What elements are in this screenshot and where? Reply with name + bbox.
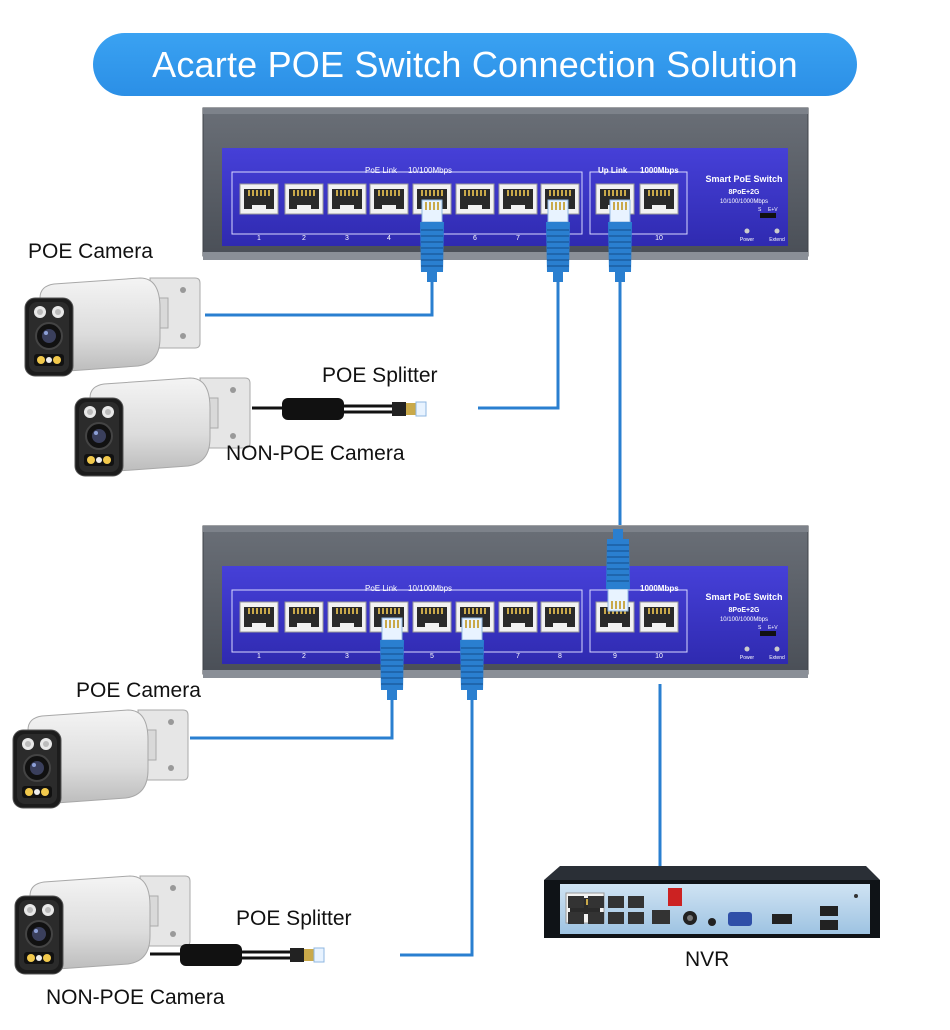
top-port-number: 2 [302, 235, 306, 242]
top-switch-ev: E+V [768, 207, 778, 213]
bottom-port-number: 8 [558, 653, 562, 660]
bottom-poe-speed-label: 10/100Mbps [408, 584, 452, 593]
poe-splitter-icon [250, 396, 428, 422]
bottom-switch-ev: E+V [768, 625, 778, 631]
poe-camera-label-bottom: POE Camera [76, 679, 201, 702]
non-poe-camera-label-bottom: NON-POE Camera [46, 986, 225, 1009]
diagram-title: Acarte POE Switch Connection Solution [152, 43, 798, 85]
nvr-device [544, 866, 880, 938]
camera-icon [24, 277, 201, 377]
bottom-switch-speed: 10/100/1000Mbps [720, 617, 768, 623]
top-port-number: 3 [345, 235, 349, 242]
top-port-number: 10 [655, 235, 663, 242]
top-port-number: 1 [257, 235, 261, 242]
bottom-poe-link-label: PoE Link [365, 584, 398, 593]
bottom-port-number: 5 [430, 653, 434, 660]
nvr-label: NVR [685, 948, 730, 971]
top-poe-link-label: PoE Link [365, 166, 398, 175]
top-switch-name: Smart PoE Switch [705, 174, 782, 184]
top-uplink-speed-label: 1000Mbps [640, 166, 679, 175]
bottom-power-label: Power [740, 655, 755, 661]
bottom-switch-s: S [758, 625, 762, 631]
top-port-numbers: 1 2 3 4 6 7 10 [257, 235, 663, 242]
top-uplink-label: Up Link [598, 166, 628, 175]
bottom-port-number: 10 [655, 653, 663, 660]
top-power-label: Power [740, 237, 755, 243]
poe-splitter-label-top: POE Splitter [322, 364, 438, 387]
camera-icon [74, 377, 251, 477]
bottom-switch-name: Smart PoE Switch [705, 592, 782, 602]
poe-camera-label-top: POE Camera [28, 240, 153, 263]
top-poe-speed-label: 10/100Mbps [408, 166, 452, 175]
bottom-poe-switch: PoE Link 10/100Mbps 1000Mbps 1 2 3 5 7 8… [202, 525, 809, 701]
bottom-port-number: 1 [257, 653, 261, 660]
camera-icon [12, 709, 189, 809]
title-banner: Acarte POE Switch Connection Solution [93, 33, 857, 96]
top-port-number: 6 [473, 235, 477, 242]
bottom-port-numbers: 1 2 3 5 7 8 9 10 [257, 653, 663, 660]
top-switch-s: S [758, 207, 762, 213]
camera-icon [14, 875, 191, 975]
bottom-switch-model: 8PoE+2G [729, 607, 760, 614]
top-port-number: 7 [516, 235, 520, 242]
top-switch-speed: 10/100/1000Mbps [720, 199, 768, 205]
bottom-port-number: 9 [613, 653, 617, 660]
non-poe-camera-label-top: NON-POE Camera [226, 442, 405, 465]
top-switch-model: 8PoE+2G [729, 189, 760, 196]
top-extend-label: Extend [769, 237, 785, 243]
uplink-plug-bottom [605, 528, 631, 612]
bottom-uplink-speed-label: 1000Mbps [640, 584, 679, 593]
poe-splitter-icon [148, 942, 326, 968]
cables [190, 282, 662, 957]
bottom-extend-label: Extend [769, 655, 785, 661]
bottom-port-number: 2 [302, 653, 306, 660]
top-port-number: 4 [387, 235, 391, 242]
top-poe-switch: PoE Link 10/100Mbps Up Link 1000Mbps 1 2… [202, 107, 809, 283]
bottom-port-number: 7 [516, 653, 520, 660]
poe-splitter-label-bottom: POE Splitter [236, 907, 352, 930]
bottom-port-number: 3 [345, 653, 349, 660]
